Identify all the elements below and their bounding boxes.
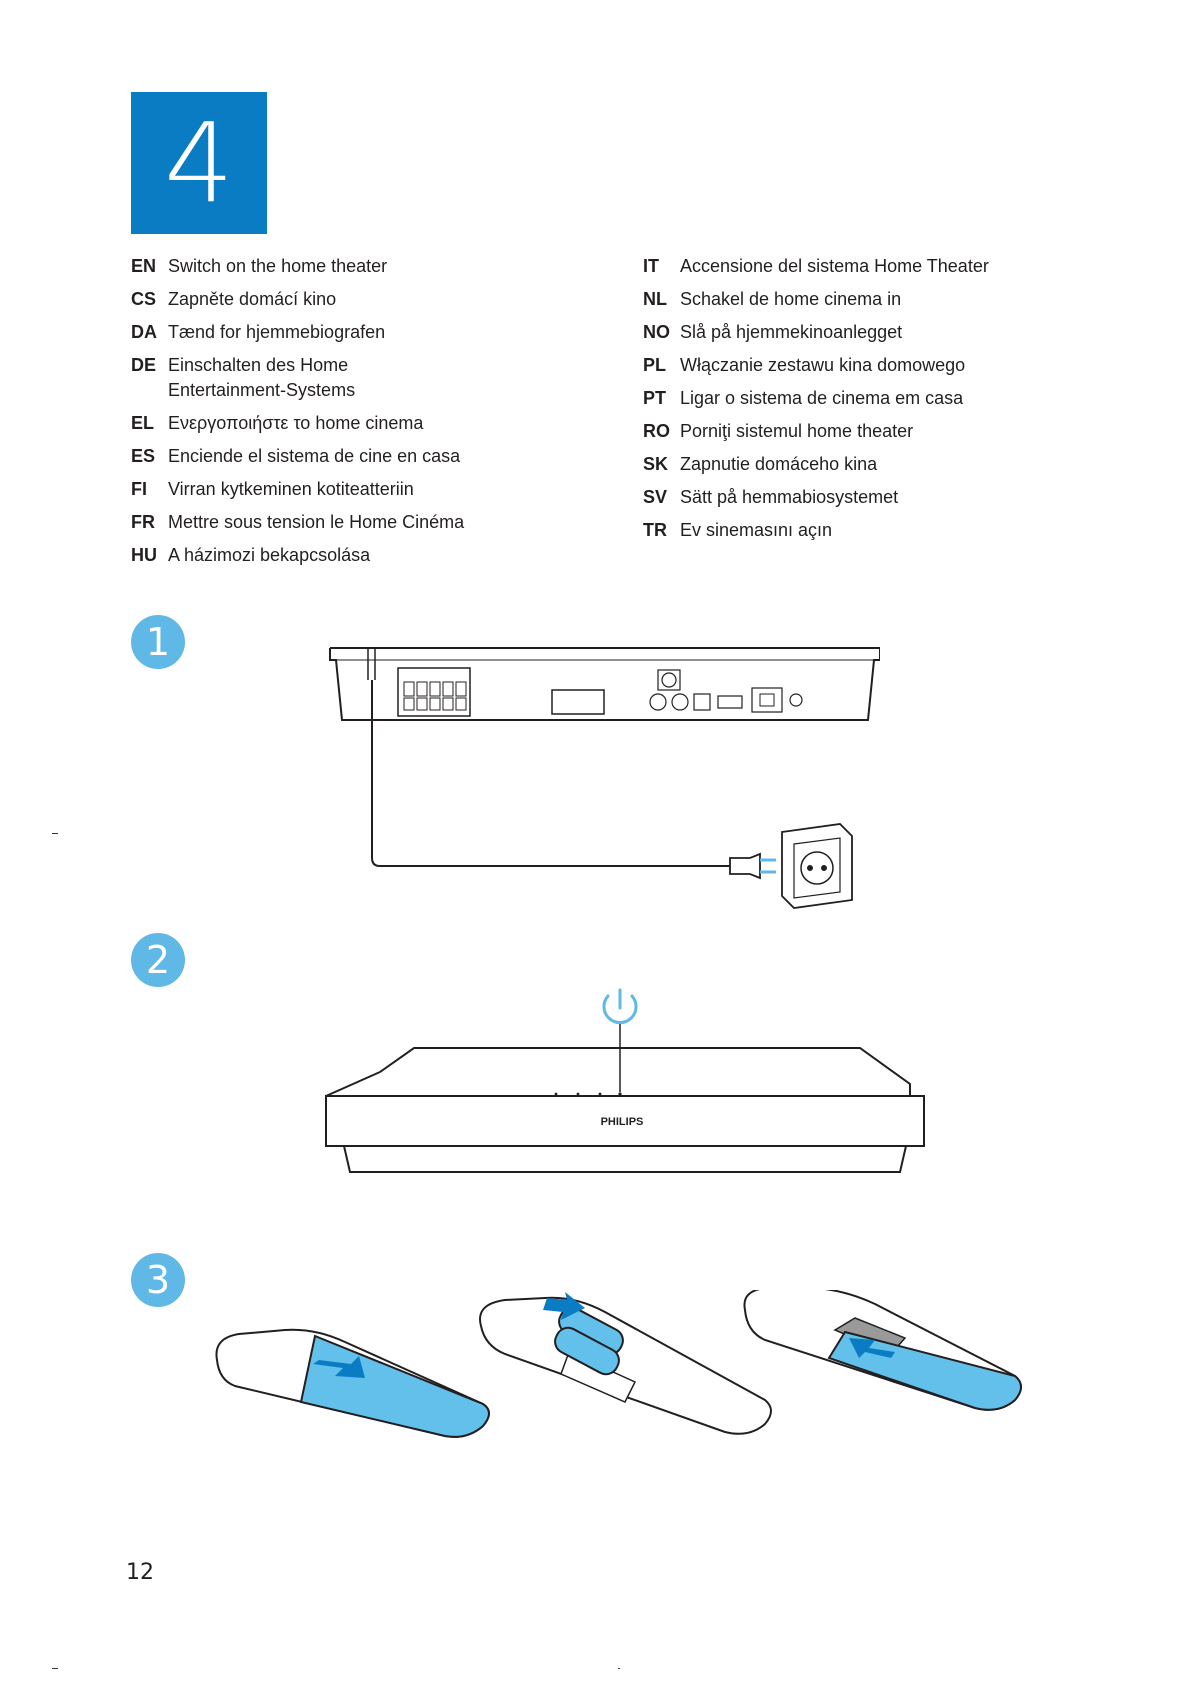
step-1-label: 1 xyxy=(145,620,171,664)
language-code: EL xyxy=(131,413,155,433)
language-item: SK Zapnutie domáceho kina xyxy=(643,452,1063,477)
language-text: Ligar o sistema de cinema em casa xyxy=(680,388,964,408)
language-item: PT Ligar o sistema de cinema em casa xyxy=(643,386,1063,411)
step-2-circle: 2 xyxy=(131,933,185,987)
language-text: Enciende el sistema de cine en casa xyxy=(168,446,461,466)
language-code: FI xyxy=(131,479,147,499)
language-text: Zapnutie domáceho kina xyxy=(680,454,878,474)
language-code: DA xyxy=(131,322,157,342)
language-text: Switch on the home theater xyxy=(168,256,388,276)
language-item: EL Ενεργοποιήστε το home cinema xyxy=(131,411,571,436)
language-code: PL xyxy=(643,355,667,375)
language-text: Porniţi sistemul home theater xyxy=(680,421,914,441)
language-code: ES xyxy=(131,446,156,466)
language-text: Ev sinemasını açın xyxy=(680,520,833,540)
rear-panel-power-cord-illustration xyxy=(329,647,880,909)
language-item: DE Einschalten des Home Entertainment-Sys… xyxy=(131,353,571,403)
language-item: CS Zapněte domácí kino xyxy=(131,287,571,312)
language-code: PT xyxy=(643,388,667,408)
language-text: Virran kytkeminen kotiteatteriin xyxy=(168,479,414,499)
language-text: Schakel de home cinema in xyxy=(680,289,902,309)
remote-battery-illustration xyxy=(215,1290,1022,1438)
language-code: NO xyxy=(643,322,670,342)
language-item: IT Accensione del sistema Home Theater xyxy=(643,254,1063,279)
step-number-box: 4 xyxy=(131,92,267,234)
language-code: CS xyxy=(131,289,157,309)
language-text: Tænd for hjemmebiografen xyxy=(168,322,386,342)
step-3-circle: 3 xyxy=(131,1253,185,1307)
language-item: FR Mettre sous tension le Home Cinéma xyxy=(131,510,571,535)
language-item: DA Tænd for hjemmebiografen xyxy=(131,320,571,345)
language-text: Sätt på hemmabiosystemet xyxy=(680,487,899,507)
language-text: Einschalten des Home Entertainment-Syste… xyxy=(168,355,356,400)
language-item: NL Schakel de home cinema in xyxy=(643,287,1063,312)
language-item: HU A házimozi bekapcsolása xyxy=(131,543,571,568)
language-code: HU xyxy=(131,545,157,565)
language-text: Slå på hjemmekinoanlegget xyxy=(680,322,903,342)
language-item: NO Slå på hjemmekinoanlegget xyxy=(643,320,1063,345)
step-2-label: 2 xyxy=(145,938,171,982)
language-item: EN Switch on the home theater xyxy=(131,254,571,279)
language-item: SV Sätt på hemmabiosystemet xyxy=(643,485,1063,510)
language-text: Ενεργοποιήστε το home cinema xyxy=(168,413,424,433)
language-code: TR xyxy=(643,520,667,540)
language-item: PL Włączanie zestawu kina domowego xyxy=(643,353,1063,378)
step-number: 4 xyxy=(164,99,234,227)
language-text: Włączanie zestawu kina domowego xyxy=(680,355,966,375)
language-item: TR Ev sinemasını açın xyxy=(643,518,1063,543)
language-code: DE xyxy=(131,355,157,375)
language-item: RO Porniţi sistemul home theater xyxy=(643,419,1063,444)
language-item: FI Virran kytkeminen kotiteatteriin xyxy=(131,477,571,502)
page-number: 12 xyxy=(126,1560,154,1585)
step-1-circle: 1 xyxy=(131,615,185,669)
language-text: A házimozi bekapcsolása xyxy=(168,545,371,565)
language-code: FR xyxy=(131,512,155,532)
brand-logo: PHILIPS xyxy=(601,1116,644,1128)
language-code: RO xyxy=(643,421,670,441)
language-code: EN xyxy=(131,256,157,276)
crop-mark xyxy=(618,1668,620,1669)
front-unit-power-illustration: PHILIPS xyxy=(325,988,925,1173)
language-code: IT xyxy=(643,256,659,276)
language-code: NL xyxy=(643,289,667,309)
language-text: Mettre sous tension le Home Cinéma xyxy=(168,512,465,532)
language-code: SV xyxy=(643,487,668,507)
language-item: ES Enciende el sistema de cine en casa xyxy=(131,444,571,469)
language-list-right: IT Accensione del sistema Home Theater NL… xyxy=(643,254,1063,551)
crop-mark xyxy=(52,833,58,834)
crop-mark xyxy=(52,1668,58,1669)
language-text: Zapněte domácí kino xyxy=(168,289,337,309)
language-code: SK xyxy=(643,454,669,474)
language-list-left: EN Switch on the home theater CS Zapněte d… xyxy=(131,254,571,576)
step-3-label: 3 xyxy=(145,1258,171,1302)
language-text: Accensione del sistema Home Theater xyxy=(680,256,989,276)
